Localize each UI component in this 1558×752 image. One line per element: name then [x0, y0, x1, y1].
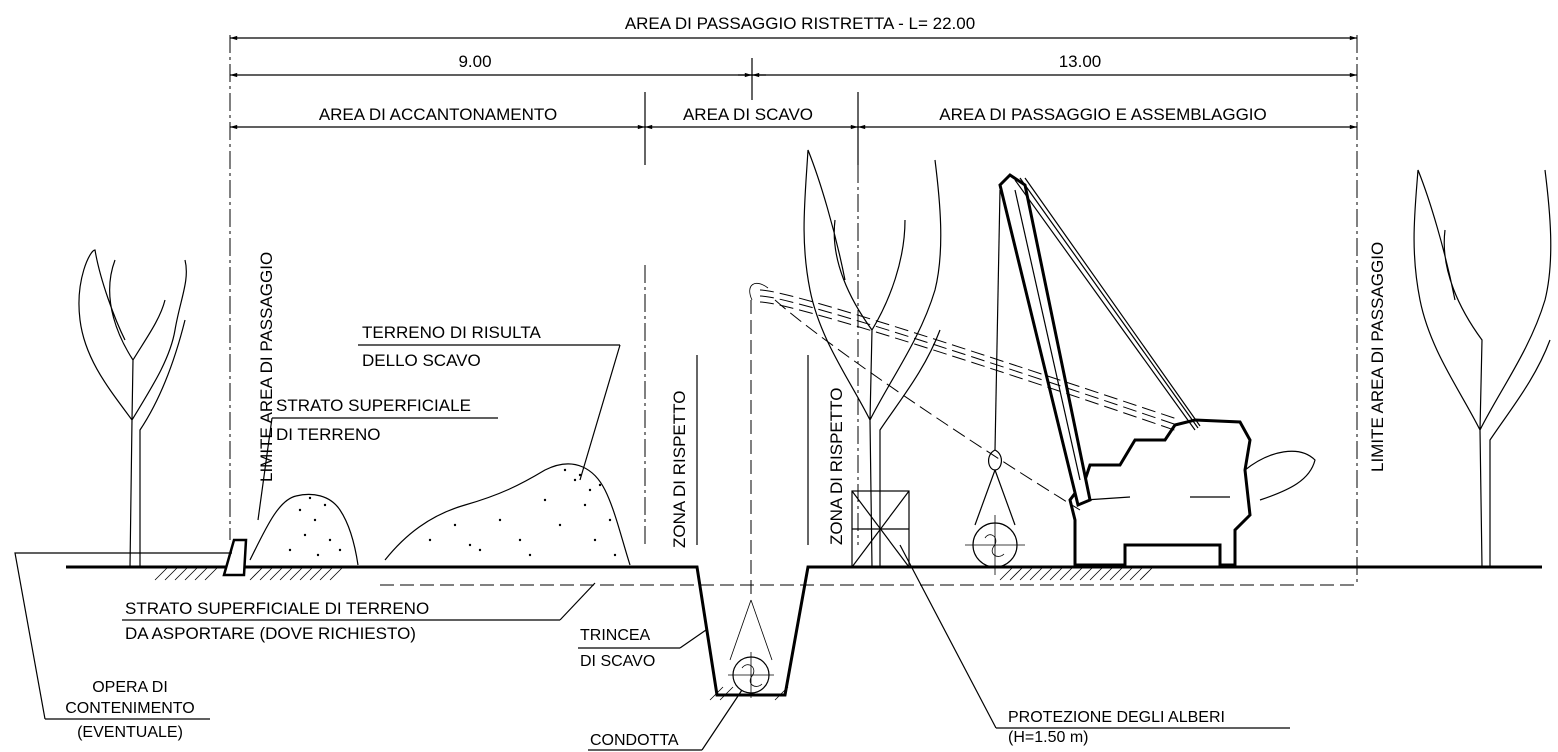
callout-protezione-line1: PROTEZIONE DEGLI ALBERI	[1008, 709, 1225, 726]
callout-opera-line2: CONTENIMENTO	[65, 700, 194, 717]
area-dimensions: AREA DI ACCANTONAMENTO AREA DI SCAVO ARE…	[230, 92, 1357, 165]
area-passaggio-label: AREA DI PASSAGGIO E ASSEMBLAGGIO	[939, 105, 1267, 124]
callout-condotta: CONDOTTA	[588, 689, 743, 751]
pipe-in-trench	[728, 300, 774, 698]
tree-left	[78, 249, 187, 568]
excavated-soil-mound	[384, 463, 631, 566]
callout-opera-line3: (EVENTUALE)	[77, 724, 183, 741]
callout-trincea-line2: DI SCAVO	[580, 653, 655, 670]
limite-left-label: LIMITE AREA DI PASSAGGIO	[257, 252, 276, 482]
callout-asportare-line2: DA ASPORTARE (DOVE RICHIESTO)	[125, 624, 416, 643]
area-accantonamento-label: AREA DI ACCANTONAMENTO	[319, 105, 557, 124]
tree-protection-box	[851, 490, 910, 568]
pipelayer-machine	[965, 173, 1316, 575]
retaining-wall	[222, 538, 248, 577]
tree-right	[1413, 169, 1552, 568]
callout-trincea: TRINCEA DI SCAVO	[578, 627, 707, 670]
callout-terreno-risulta: TERRENO DI RISULTA DELLO SCAVO	[358, 323, 621, 481]
boom-swing-dashed	[749, 283, 1181, 511]
topsoil-mound	[249, 493, 359, 566]
dimension-left: 9.00	[230, 52, 753, 78]
area-scavo-label: AREA DI SCAVO	[683, 105, 813, 124]
rispetto-right-label: ZONA DI RISPETTO	[827, 388, 846, 545]
callout-protezione-line2: (H=1.50 m)	[1008, 729, 1088, 746]
callout-opera: OPERA DI CONTENIMENTO (EVENTUALE)	[14, 552, 232, 741]
dimension-right-label: 13.00	[1059, 52, 1102, 71]
callout-terreno-risulta-line2: DELLO SCAVO	[362, 351, 481, 370]
dimension-total: AREA DI PASSAGGIO RISTRETTA - L= 22.00	[230, 14, 1357, 41]
limite-right-label: LIMITE AREA DI PASSAGGIO	[1368, 242, 1387, 472]
dimension-left-label: 9.00	[458, 52, 491, 71]
callout-asportare: STRATO SUPERFICIALE DI TERRENO DA ASPORT…	[122, 582, 596, 643]
callout-strato-line1: STRATO SUPERFICIALE	[276, 396, 471, 415]
dimension-right: 13.00	[738, 52, 1357, 100]
dimension-total-label: AREA DI PASSAGGIO RISTRETTA - L= 22.00	[625, 14, 975, 33]
callout-opera-line1: OPERA DI	[92, 679, 168, 696]
callout-trincea-line1: TRINCEA	[580, 627, 651, 644]
callout-condotta-label: CONDOTTA	[590, 732, 679, 749]
rispetto-left-label: ZONA DI RISPETTO	[670, 391, 689, 548]
callout-protezione: PROTEZIONE DEGLI ALBERI (H=1.50 m)	[899, 544, 1290, 746]
callout-asportare-line1: STRATO SUPERFICIALE DI TERRENO	[125, 599, 429, 618]
callout-strato-line2: DI TERRENO	[276, 425, 381, 444]
tree-center	[803, 149, 942, 568]
callout-strato-superficiale: STRATO SUPERFICIALE DI TERRENO	[257, 396, 498, 521]
callout-terreno-risulta-line1: TERRENO DI RISULTA	[362, 323, 541, 342]
